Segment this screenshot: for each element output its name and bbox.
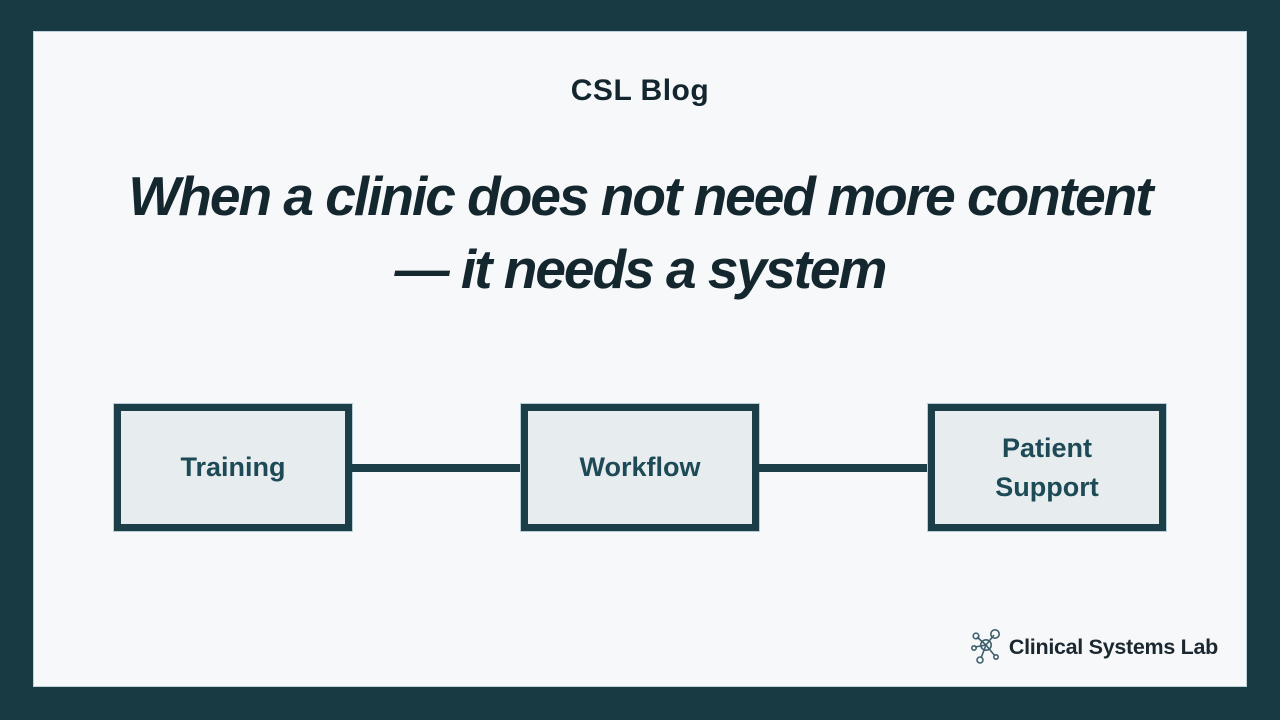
flow-box-patient-support: Patient Support <box>927 403 1167 532</box>
flow-diagram: Training Workflow Patient Support <box>113 403 1167 532</box>
connector-line <box>759 463 928 472</box>
molecule-network-icon <box>970 629 1000 664</box>
page-title-line1: When a clinic does not need more content <box>128 165 1153 227</box>
flow-box-label: Patient Support <box>995 432 1099 502</box>
brand-lockup: Clinical Systems Lab <box>970 628 1218 666</box>
page-title: When a clinic does not need more content… <box>34 160 1246 306</box>
blog-kicker: CSL Blog <box>570 74 710 107</box>
brand-name: Clinical Systems Lab <box>1008 634 1218 659</box>
page-title-line2: — it needs a system <box>394 238 888 300</box>
flow-box-training: Training <box>113 403 353 532</box>
flow-box-label: Training <box>180 452 286 482</box>
flow-box-workflow: Workflow <box>520 403 760 532</box>
content-card: CSL Blog When a clinic does not need mor… <box>33 31 1247 687</box>
flow-box-label: Workflow <box>579 452 701 482</box>
connector-line <box>352 463 521 472</box>
